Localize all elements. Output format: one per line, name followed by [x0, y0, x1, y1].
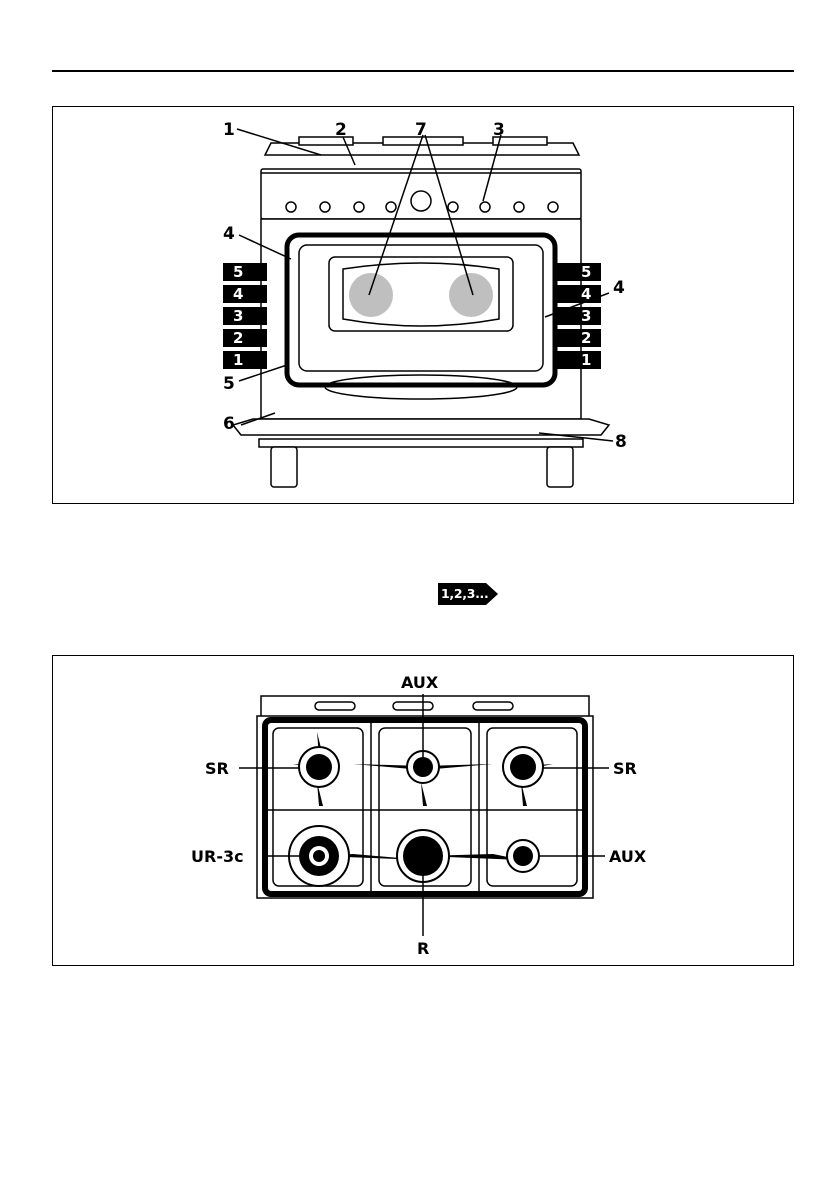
shelf-level-left: 1 — [233, 351, 243, 369]
cooktop-illustration: AUX SR SR UR-3c AUX R — [53, 656, 795, 967]
callout-4-left: 4 — [223, 224, 235, 244]
oven-front-figure: 5 4 3 2 1 5 4 3 2 1 1 2 7 3 4 4 5 6 8 — [52, 106, 794, 504]
shelf-level-right: 4 — [581, 285, 591, 303]
callout-7: 7 — [415, 120, 427, 140]
shelf-level-right: 3 — [581, 307, 591, 325]
shelf-level-left: 5 — [233, 263, 243, 281]
reference-badge-text: 1,2,3... — [441, 586, 488, 601]
shelf-level-right: 1 — [581, 351, 591, 369]
shelf-level-right: 5 — [581, 263, 591, 281]
callout-3: 3 — [493, 120, 505, 140]
burner-label-bottom-right: AUX — [609, 847, 647, 866]
burner-label-top-right: SR — [613, 759, 637, 778]
burner-label-top-center: AUX — [401, 673, 439, 692]
callout-8: 8 — [615, 432, 627, 452]
cooktop-burners-figure: AUX SR SR UR-3c AUX R — [52, 655, 794, 966]
callout-2: 2 — [335, 120, 347, 140]
shelf-level-left: 2 — [233, 329, 243, 347]
shelf-level-left: 4 — [233, 285, 243, 303]
header-rule — [52, 70, 794, 72]
callout-5: 5 — [223, 374, 235, 394]
burner-label-bottom-center: R — [417, 939, 429, 958]
shelf-level-left: 3 — [233, 307, 243, 325]
callout-6: 6 — [223, 414, 235, 434]
burner-label-top-left: SR — [205, 759, 229, 778]
reference-badge: 1,2,3... — [438, 583, 498, 605]
callout-4-right: 4 — [613, 278, 625, 298]
callout-1: 1 — [223, 120, 235, 140]
oven-illustration: 5 4 3 2 1 5 4 3 2 1 1 2 7 3 4 4 5 6 8 — [53, 107, 795, 505]
burner-label-bottom-left: UR-3c — [191, 847, 244, 866]
shelf-level-right: 2 — [581, 329, 591, 347]
